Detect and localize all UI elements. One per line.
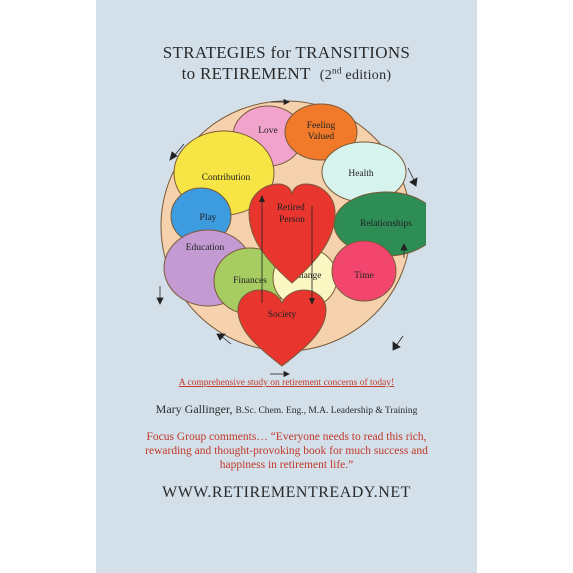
label-love: Love <box>258 126 278 136</box>
author-credentials: B.Sc. Chem. Eng., M.A. Leadership & Trai… <box>235 406 418 416</box>
tagline: A comprehensive study on retirement conc… <box>178 378 395 388</box>
label-education: Education <box>186 243 225 253</box>
label-time: Time <box>354 271 374 281</box>
author-name: Mary Gallinger, <box>155 402 233 416</box>
label-contribution: Contribution <box>202 173 251 183</box>
title-main: to RETIREMENT <box>181 64 311 83</box>
label-health: Health <box>348 169 374 179</box>
book-title-line-1: STRATEGIES for TRANSITIONS <box>162 43 411 62</box>
retired-person-heart <box>248 183 336 284</box>
focus-group-comments: Focus Group comments… “Everyone needs to… <box>145 431 428 471</box>
society-heart <box>237 289 327 367</box>
cycle-arrows <box>156 98 418 378</box>
circle-time <box>331 240 397 302</box>
circle-feeling-valued <box>284 103 358 161</box>
book-title-line-2: to RETIREMENT (2nd edition) <box>96 64 477 84</box>
website-url: WWW.RETIREMENTREADY.NET <box>162 484 411 501</box>
society-label: Society <box>268 310 297 320</box>
label-relationships: Relationships <box>360 219 412 229</box>
book-cover: STRATEGIES for TRANSITIONS to RETIREMENT… <box>96 0 477 573</box>
author-line: Mary Gallinger, B.Sc. Chem. Eng., M.A. L… <box>96 402 477 417</box>
label-play: Play <box>200 213 217 223</box>
retired-person-label: Retired Person <box>277 203 307 225</box>
edition-label: (2nd edition) <box>319 65 392 83</box>
label-change: Change <box>292 271 321 281</box>
label-finances: Finances <box>233 276 267 286</box>
